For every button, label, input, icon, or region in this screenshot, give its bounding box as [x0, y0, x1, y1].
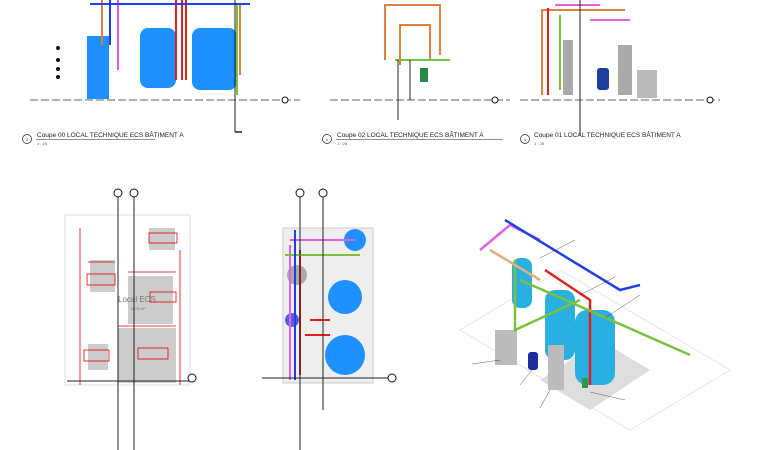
section-marker-icon[interactable] [387, 373, 397, 383]
room-name: Local ECS [118, 295, 156, 304]
section-marker-icon[interactable] [318, 188, 328, 198]
view-title: Coupe 01 LOCAL TECHNIQUE ECS BÂTIMENT A [534, 130, 681, 139]
floor-plan-view[interactable]: Local ECS 11.06 m² [64, 188, 197, 450]
view-title-6[interactable]: 6 Coupe 02 LOCAL TECHNIQUE ECS BÂTIMENT … [322, 130, 504, 146]
level-marker-icon [491, 96, 499, 104]
view-title-3[interactable]: 3 Coupe 00 LOCAL TECHNIQUE ECS BÂTIMENT … [22, 130, 185, 146]
tank [87, 36, 109, 99]
tank [192, 28, 237, 90]
section-marker-icon[interactable] [295, 188, 305, 198]
section-02-view[interactable] [330, 4, 510, 120]
section-marker-icon[interactable] [187, 373, 197, 383]
room-area: 11.06 m² [130, 306, 146, 311]
svg-text:6: 6 [326, 137, 329, 142]
level-marker-icon [706, 96, 714, 104]
level-marker-icon [281, 96, 289, 104]
view-title: Coupe 00 LOCAL TECHNIQUE ECS BÂTIMENT A [37, 130, 184, 139]
section-marker-icon[interactable] [113, 188, 123, 198]
pump [420, 68, 428, 82]
isometric-3d-view[interactable] [459, 218, 731, 431]
view-title-4[interactable]: 4 Coupe 01 LOCAL TECHNIQUE ECS BÂTIMENT … [520, 130, 682, 146]
section-01-view[interactable] [520, 0, 720, 135]
svg-text:3: 3 [26, 137, 29, 142]
tank [140, 28, 176, 88]
section-marker-icon[interactable] [129, 188, 139, 198]
section-00-view[interactable] [30, 0, 300, 133]
view-scale: 1 : 25 [337, 141, 348, 146]
equipment-plan-view[interactable] [262, 188, 397, 450]
view-scale: 1 : 25 [37, 141, 48, 146]
view-title: Coupe 02 LOCAL TECHNIQUE ECS BÂTIMENT A [337, 130, 484, 139]
svg-text:4: 4 [524, 137, 527, 142]
view-scale: 1 : 25 [534, 141, 545, 146]
